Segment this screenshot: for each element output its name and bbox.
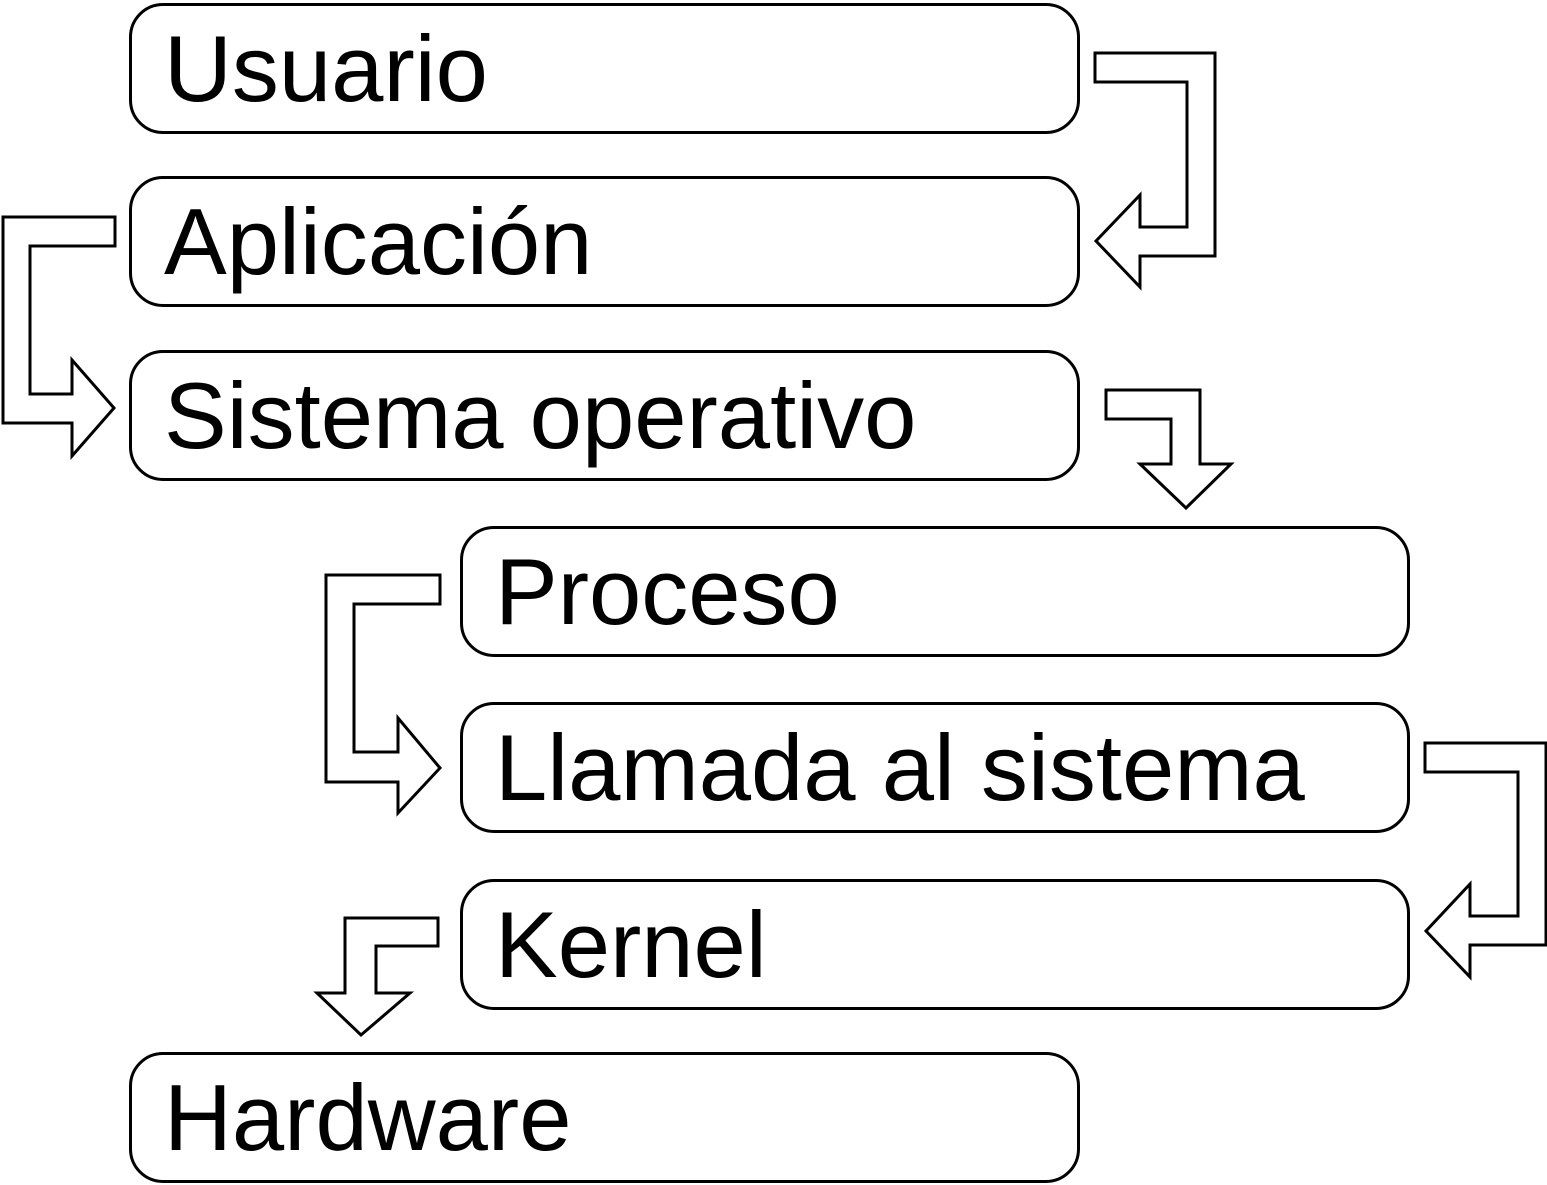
node-label-aplicacion: Aplicación [164, 188, 593, 294]
node-aplicacion: Aplicación [129, 176, 1080, 307]
arrow-usuario-to-aplicacion [1093, 51, 1217, 291]
node-sistema-operativo: Sistema operativo [129, 350, 1080, 481]
node-label-hardware: Hardware [164, 1064, 572, 1170]
arrow-sistema-operativo-to-proceso [1104, 388, 1235, 511]
node-label-usuario: Usuario [164, 15, 488, 121]
node-label-kernel: Kernel [495, 891, 767, 997]
arrow-proceso-to-llamada [324, 573, 443, 817]
node-label-sistema-operativo: Sistema operativo [164, 362, 917, 468]
arrow-kernel-to-hardware [313, 916, 440, 1038]
node-usuario: Usuario [129, 3, 1080, 134]
node-label-llamada-al-sistema: Llamada al sistema [495, 714, 1305, 820]
arrow-llamada-to-kernel [1423, 741, 1547, 981]
node-label-proceso: Proceso [495, 538, 840, 644]
arrow-aplicacion-to-sistema-operativo [1, 215, 117, 460]
node-hardware: Hardware [129, 1052, 1080, 1183]
node-kernel: Kernel [460, 879, 1410, 1010]
node-proceso: Proceso [460, 526, 1410, 657]
node-llamada-al-sistema: Llamada al sistema [460, 702, 1410, 833]
